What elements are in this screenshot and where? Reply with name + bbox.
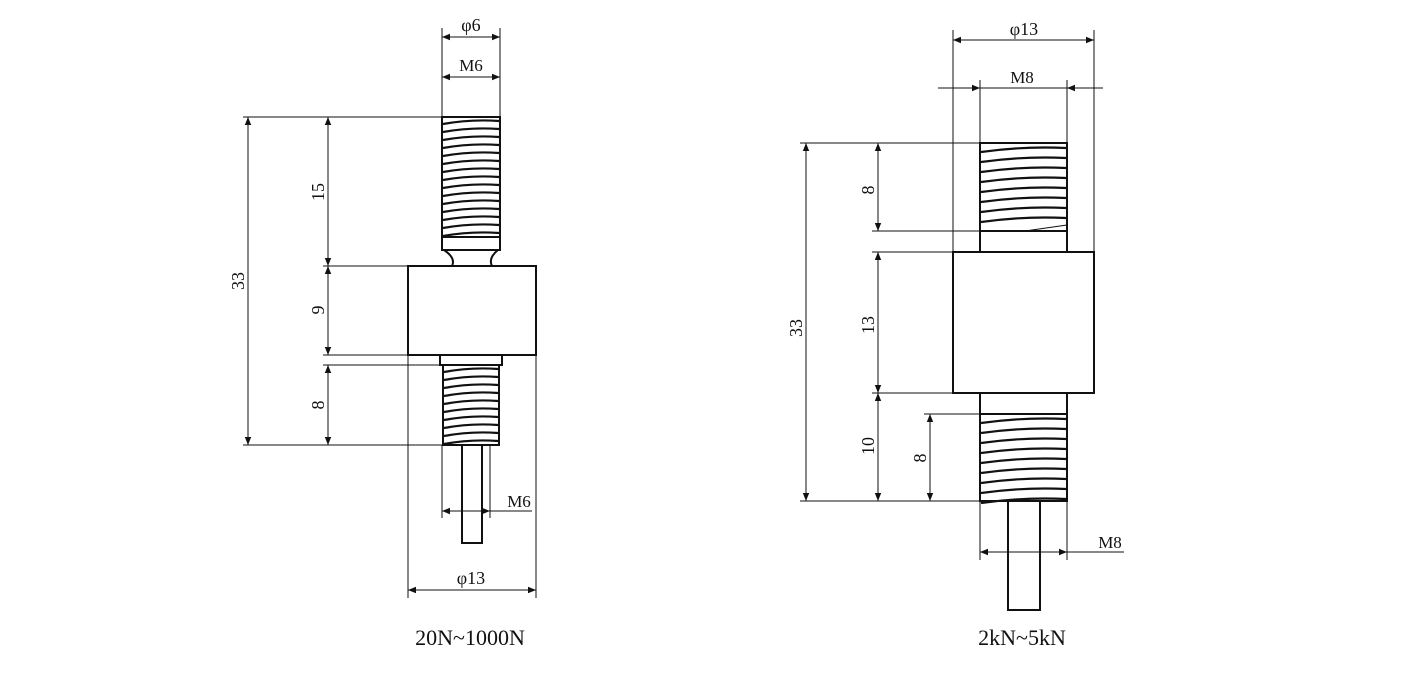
thread-line (980, 417, 1067, 425)
thread-line (443, 375, 499, 382)
thread-line (442, 231, 500, 238)
thread-line (443, 399, 499, 406)
thread-line (980, 186, 1067, 194)
thread-line (442, 135, 500, 142)
thread-line (442, 191, 500, 198)
right-bottom-thread-length-label: 8 (910, 454, 930, 463)
thread-line (980, 196, 1067, 204)
right-overall-length-label: 33 (786, 319, 806, 337)
thread-line (443, 415, 499, 422)
thread-line (442, 127, 500, 134)
thread-line (442, 199, 500, 206)
left-neck (443, 249, 499, 267)
left-collar (441, 236, 501, 251)
thread-line (442, 119, 500, 126)
thread-line (443, 439, 499, 446)
left-body-length-label: 9 (308, 306, 328, 315)
thread-line (442, 223, 500, 230)
thread-line (980, 216, 1067, 224)
thread-line (443, 431, 499, 438)
left-lower-collar (439, 354, 503, 366)
thread-line (980, 206, 1067, 214)
thread-line (442, 207, 500, 214)
thread-line (980, 156, 1067, 164)
thread-line (980, 497, 1067, 505)
right-top-diameter-label: φ13 (1010, 19, 1038, 39)
thread-line (442, 167, 500, 174)
thread-line (980, 437, 1067, 445)
left-bottom-thread-length-label: 8 (308, 401, 328, 410)
left-cable (461, 444, 483, 544)
left-overall-length-label: 33 (228, 272, 248, 290)
left-top-thread-label: M6 (459, 56, 483, 75)
thread-line (442, 183, 500, 190)
thread-line (980, 166, 1067, 174)
thread-line (443, 383, 499, 390)
thread-line (442, 175, 500, 182)
right-top-thread-pattern (980, 146, 1067, 224)
right-body (952, 251, 1095, 394)
right-top-thread-label: M8 (1010, 68, 1034, 87)
left-body-diameter-label: φ13 (457, 568, 485, 588)
right-body-length-label: 13 (858, 316, 878, 334)
thread-line (980, 477, 1067, 485)
thread-line (980, 427, 1067, 435)
left-bottom-thread-pattern (443, 367, 499, 446)
right-sensor-drawing: φ13 M8 33 8 13 10 8 M8 2kN~5kN (786, 19, 1124, 650)
left-sensor-drawing: φ6 M6 33 15 9 8 M6 φ13 20N~1000N (228, 15, 537, 650)
thread-line (442, 151, 500, 158)
left-bottom-thread-label: M6 (507, 492, 531, 511)
right-cable (1007, 500, 1041, 611)
thread-line (443, 407, 499, 414)
thread-line (980, 447, 1067, 455)
thread-line (980, 487, 1067, 495)
thread-line (980, 146, 1067, 154)
right-neck (979, 230, 1068, 253)
right-bottom-length-label: 10 (858, 437, 878, 455)
left-caption: 20N~1000N (415, 625, 525, 650)
right-lower-neck (979, 392, 1068, 415)
thread-line (443, 391, 499, 398)
thread-line (980, 467, 1067, 475)
right-top-thread-length-label: 8 (858, 186, 878, 195)
thread-line (443, 367, 499, 374)
left-top-diameter-label: φ6 (461, 15, 480, 35)
left-body (407, 265, 537, 356)
thread-line (980, 176, 1067, 184)
left-top-thread-length-label: 15 (308, 183, 328, 201)
right-bottom-thread-label: M8 (1098, 533, 1122, 552)
thread-line (442, 159, 500, 166)
thread-line (443, 423, 499, 430)
thread-line (442, 143, 500, 150)
thread-line (980, 457, 1067, 465)
thread-line (442, 215, 500, 222)
right-bottom-thread-pattern (980, 417, 1067, 505)
right-caption: 2kN~5kN (978, 625, 1066, 650)
left-top-thread-pattern (442, 119, 500, 238)
